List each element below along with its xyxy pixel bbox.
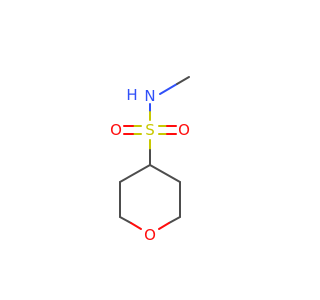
- bond-n-methyl-carbon: [176, 76, 190, 85]
- atom-labels: H N S O O O: [110, 86, 190, 244]
- bonds: [119, 76, 190, 230]
- atom-h-label: H: [126, 86, 137, 104]
- molecule-diagram: H N S O O O: [110, 76, 190, 244]
- bond-c2-o-o-part: [130, 222, 142, 230]
- bond-c6-o-c-part: [168, 216, 181, 224]
- atom-o-right-label: O: [178, 121, 190, 139]
- bond-c4-c5: [149, 164, 181, 183]
- atom-o-left-label: O: [110, 121, 122, 139]
- bond-c6-o-o-part: [158, 222, 170, 230]
- bond-c2-o-c-part: [119, 216, 132, 224]
- bond-c4-c3: [119, 164, 151, 183]
- atom-ring-o-label: O: [144, 226, 156, 244]
- bond-n-methyl: [159, 83, 178, 95]
- atom-n-label: N: [144, 87, 155, 105]
- atom-s-label: S: [145, 121, 155, 139]
